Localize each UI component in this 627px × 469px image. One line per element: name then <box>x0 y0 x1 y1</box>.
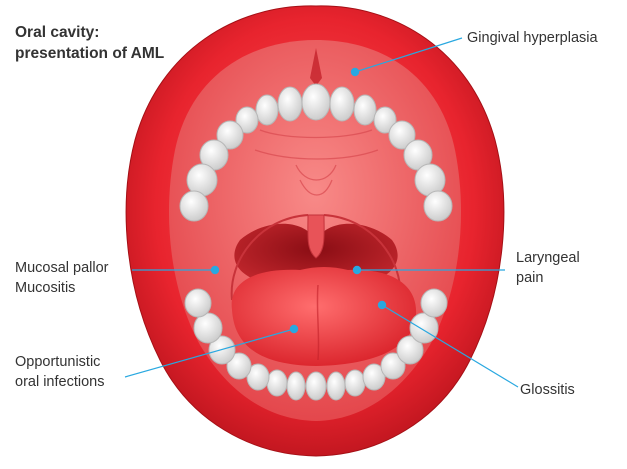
label-opportunistic-infections: Opportunistic oral infections <box>15 352 104 392</box>
title-line-2: presentation of AML <box>15 45 164 62</box>
tongue <box>232 267 416 366</box>
label-glossitis: Glossitis <box>520 380 575 400</box>
title-line-1: Oral cavity: <box>15 24 99 41</box>
label-mucosal-pallor: Mucosal pallor Mucositis <box>15 258 109 298</box>
label-laryngeal-pain: Laryngeal pain <box>516 248 580 288</box>
label-gingival-hyperplasia: Gingival hyperplasia <box>467 28 598 48</box>
diagram-title: Oral cavity: presentation of AML <box>15 22 164 64</box>
